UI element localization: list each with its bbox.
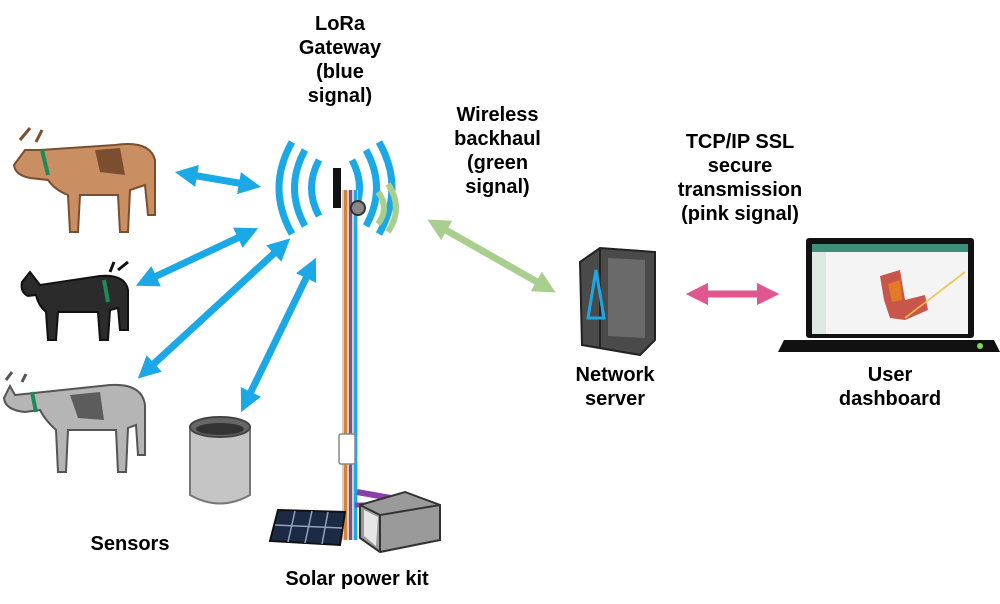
cow-grey-icon [2,371,146,473]
green-signal-arrow [427,219,556,293]
gateway-label: LoRa Gateway (blue signal) [298,13,382,107]
cow-brown-icon [12,127,156,233]
lora-gateway-tower [275,140,403,540]
cow-black-icon [20,260,129,341]
backhaul-label: Wireless backhaul (green signal) [454,104,541,198]
laptop-icon [778,238,1000,352]
solar-power-kit-label: Solar power kit [285,568,429,590]
solar-panel-icon [268,508,347,547]
network-server-label: Network server [575,364,655,410]
network-server-icon [578,246,656,357]
dashboard-map-heat [880,270,966,320]
sensors-label: Sensors [90,533,170,555]
blue-signal-arrows [135,164,317,413]
rain-gauge-icon [189,416,251,505]
tcpip-label: TCP/IP SSL secure transmission (pink sig… [677,131,803,225]
user-dashboard-label: User dashboard [838,364,942,410]
battery-box-icon [359,490,441,554]
